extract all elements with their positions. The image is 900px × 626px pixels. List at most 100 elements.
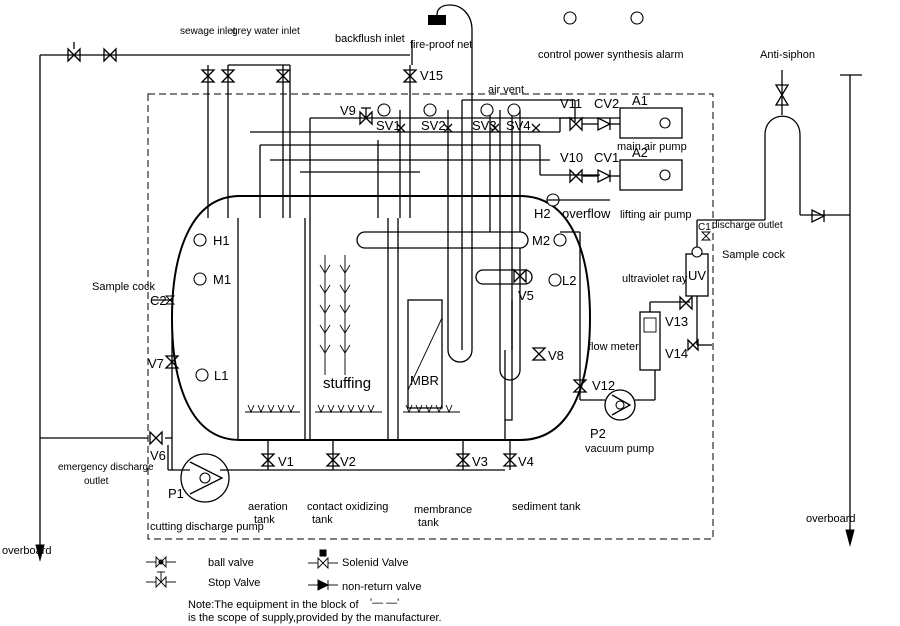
- air-pump-valves: [569, 116, 620, 184]
- label-cutting-discharge-pump: cutting discharge pump: [150, 521, 264, 533]
- label-control-alarm: control power synthesis alarm: [538, 49, 684, 61]
- main-tank: [170, 195, 592, 441]
- legend-stop-valve-symbol: [146, 571, 176, 589]
- tag-h2: H2: [534, 206, 551, 221]
- tag-v14: V14: [665, 346, 688, 361]
- air-pump-a2: [619, 159, 683, 191]
- label-emergency-discharge: emergency discharge: [58, 462, 154, 473]
- valve-c2: [164, 295, 176, 305]
- label-sample-cock-right: Sample cock: [722, 249, 785, 261]
- solenoid-valves: [396, 123, 541, 133]
- sensor-l2: [548, 273, 562, 287]
- tag-m1: M1: [213, 272, 231, 287]
- sensor-m1: [193, 272, 207, 286]
- label-aeration: aeration: [248, 501, 288, 513]
- valve-v12: [572, 379, 588, 393]
- left-piping: [35, 55, 511, 562]
- note-block-symbol: '— —': [370, 597, 399, 609]
- tag-v4: V4: [518, 454, 534, 469]
- valve-v9: [359, 107, 373, 126]
- aeration-header: [356, 231, 533, 285]
- tag-m2: M2: [532, 233, 550, 248]
- label-uv: UV: [688, 268, 706, 283]
- legend-non-return-valve-symbol: [308, 579, 338, 591]
- anti-siphon: [697, 70, 862, 547]
- cutting-pump-p1: [180, 453, 230, 503]
- label-contact-tank: tank: [312, 514, 333, 526]
- label-overboard-left: overboard: [2, 545, 52, 557]
- label-aeration-tank: tank: [254, 514, 275, 526]
- mbr-module: [407, 299, 443, 409]
- air-pump-a1: [619, 107, 683, 139]
- tag-cv1: CV1: [594, 150, 619, 165]
- level-sensors: H1 M1 L1 H2 M2 L2: [193, 193, 576, 383]
- note-line2: is the scope of supply,provided by the m…: [188, 612, 442, 624]
- label-air-vent: air vent: [488, 84, 524, 96]
- tag-sv2: SV2: [421, 118, 446, 133]
- tag-h1: H1: [213, 233, 230, 248]
- vacuum-line: [560, 231, 656, 401]
- label-lifting-air-pump: lifting air pump: [620, 209, 692, 221]
- tag-cv2: CV2: [594, 96, 619, 111]
- label-grey-water-inlet: grey water inlet: [232, 26, 300, 37]
- legend-ball-valve-symbol: [146, 555, 176, 569]
- sensor-l1: [195, 368, 209, 382]
- valve-v13: [679, 295, 693, 311]
- label-discharge-outlet: discharge outlet: [712, 220, 783, 231]
- valve-v5: [513, 268, 527, 284]
- note-line1: Note:The equipment in the block of: [188, 599, 360, 611]
- tag-v8: V8: [548, 348, 564, 363]
- tag-c1: C1: [698, 222, 711, 233]
- fire-proof-net: [428, 15, 446, 25]
- legend-non-return-valve: non-return valve: [342, 581, 422, 593]
- label-flow-meter: flow meter: [588, 341, 639, 353]
- uv-unit: [685, 220, 712, 346]
- tag-v7: V7: [148, 356, 164, 371]
- tag-v10: V10: [560, 150, 583, 165]
- lid-indicators: [377, 11, 644, 117]
- tag-p2: P2: [590, 426, 606, 441]
- vertical-piping: [207, 65, 521, 421]
- valve-v8: [531, 347, 547, 361]
- tag-sv1: SV1: [376, 118, 401, 133]
- legend-stop-valve: Stop Valve: [208, 577, 260, 589]
- inlet-valves: [200, 69, 418, 83]
- legend-ball-valve: ball valve: [208, 557, 254, 569]
- tag-v1: V1: [278, 454, 294, 469]
- tag-l2: L2: [562, 273, 576, 288]
- tag-v11: V11: [560, 96, 582, 111]
- label-overflow: overflow: [562, 206, 611, 221]
- label-membrance-tank: tank: [418, 517, 439, 529]
- sensor-m2: [553, 233, 567, 247]
- label-sewage-inlet: sewage inlet: [180, 26, 236, 37]
- label-fire-proof-net: fire-proof net: [410, 39, 472, 51]
- tag-l1: L1: [214, 368, 228, 383]
- label-main-air-pump: main air pump: [617, 141, 687, 153]
- legend: ball valve Stop Valve Solenid Valve non-…: [146, 549, 442, 624]
- label-vacuum-pump: vacuum pump: [585, 443, 654, 455]
- label-membrance: membrance: [414, 504, 472, 516]
- label-emergency-outlet: outlet: [84, 476, 109, 487]
- sensor-h1: [193, 233, 207, 247]
- tag-a1: A1: [632, 93, 648, 108]
- horizontal-piping: [40, 4, 620, 176]
- legend-solenoid-valve-symbol: [308, 549, 338, 570]
- tag-v9: V9: [340, 103, 356, 118]
- tag-v12: V12: [592, 378, 615, 393]
- tag-v5: V5: [518, 288, 534, 303]
- label-stuffing: stuffing: [323, 375, 371, 392]
- tag-a2: A2: [632, 145, 648, 160]
- tag-v2: V2: [340, 454, 356, 469]
- tag-v13: V13: [665, 314, 688, 329]
- label-sample-cock-left: Sample cock: [92, 281, 155, 293]
- label-contact-oxidizing: contact oxidizing: [307, 501, 388, 513]
- bottom-valves: [260, 453, 518, 467]
- tag-v15: V15: [420, 68, 443, 83]
- valve-v14: [687, 338, 699, 352]
- label-sediment-tank: sediment tank: [512, 501, 581, 513]
- flow-meter: [639, 301, 690, 371]
- tag-sv4: SV4: [506, 118, 531, 133]
- valve-v7: [164, 355, 180, 369]
- vacuum-pump-p2: [604, 389, 636, 421]
- valve-c1: [700, 231, 712, 241]
